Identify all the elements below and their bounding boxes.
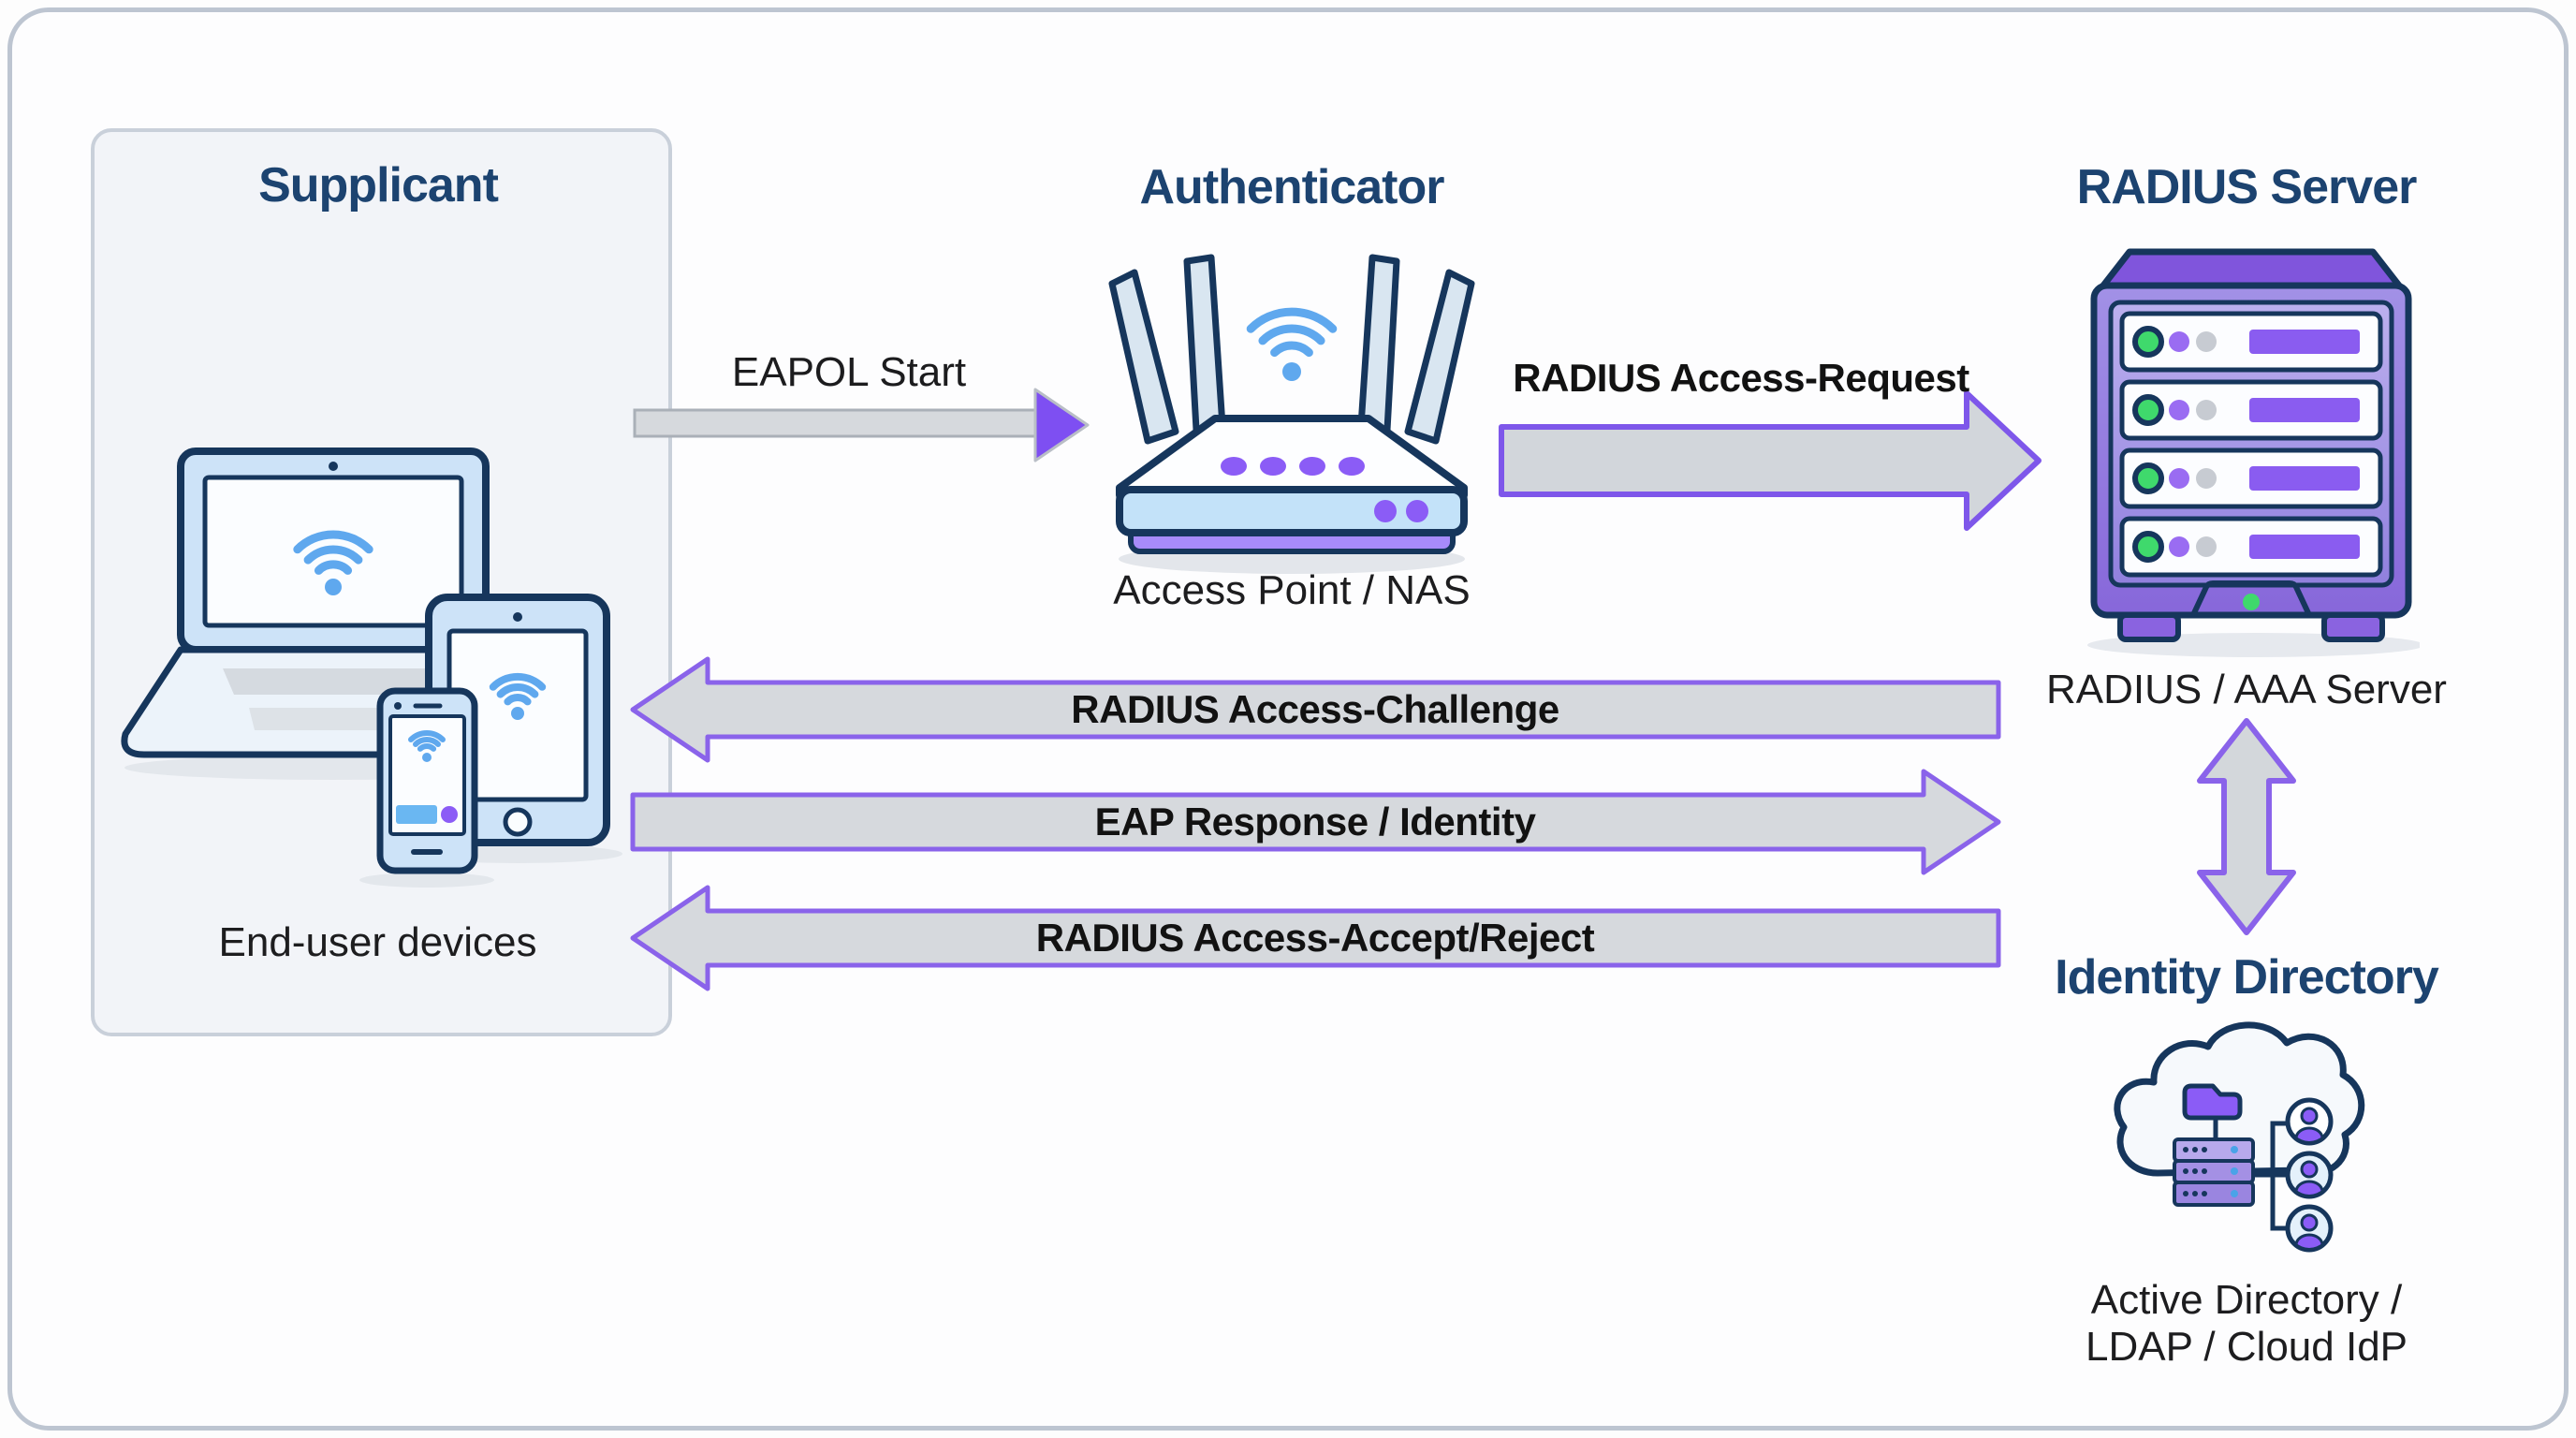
status-led-icon: [2132, 326, 2164, 358]
end-user-devices-icon: [121, 448, 622, 888]
radius-server-title: RADIUS Server: [2076, 160, 2418, 214]
eap-response-arrow: [630, 769, 2001, 875]
antenna-icon: [1108, 254, 1475, 445]
wifi-icon: [489, 672, 547, 706]
identity-directory-title: Identity Directory: [2055, 950, 2439, 1005]
server-blade-row: [2119, 516, 2383, 578]
status-led-icon: [2132, 531, 2164, 563]
access-challenge-arrow: [630, 656, 2001, 763]
wifi-icon: [408, 729, 446, 752]
status-led-icon: [2132, 462, 2164, 494]
status-led-icon: [2243, 594, 2260, 610]
eap-response-label: EAP Response / Identity: [1094, 800, 1536, 844]
identity-directory-caption: Active Directory / LDAP / Cloud IdP: [2012, 1277, 2481, 1371]
authenticator-caption: Access Point / NAS: [1113, 567, 1471, 613]
access-accept-label: RADIUS Access-Accept/Reject: [1035, 916, 1595, 960]
authenticator-title: Authenticator: [1139, 160, 1445, 214]
user-avatar-icon: [2285, 1151, 2334, 1199]
server-blade-row: [2119, 379, 2383, 441]
smartphone-icon: [359, 687, 494, 888]
arrowhead-icon: [1033, 388, 1090, 462]
supplicant-title: Supplicant: [258, 158, 499, 213]
user-avatar-icon: [2285, 1097, 2334, 1146]
identity-caption-line1: Active Directory /: [2090, 1277, 2403, 1323]
wifi-icon: [1246, 307, 1338, 358]
server-icon: [2087, 248, 2420, 657]
radius-server-caption: RADIUS / AAA Server: [2046, 667, 2447, 712]
router-icon: [1108, 254, 1475, 574]
double-arrow-icon: [2197, 718, 2296, 935]
status-led-icon: [1221, 457, 1365, 476]
server-blade-row: [2119, 311, 2383, 373]
folder-icon: [2182, 1083, 2243, 1121]
directory-tree-lines: [2213, 1117, 2288, 1231]
home-button-icon: [503, 807, 533, 837]
access-request-arrow: [1499, 390, 2042, 531]
identity-cloud-icon: [2114, 1021, 2365, 1253]
server-blade-row: [2119, 448, 2383, 509]
wifi-icon: [293, 530, 373, 575]
identity-caption-line2: LDAP / Cloud IdP: [2085, 1324, 2408, 1370]
ldap-server-icon: [2173, 1137, 2255, 1207]
user-avatar-icon: [2285, 1204, 2334, 1253]
eapol-start-arrow: [633, 388, 1090, 462]
access-accept-arrow: [630, 885, 2001, 991]
eapol-start-label: EAPOL Start: [731, 349, 967, 395]
access-request-label: RADIUS Access-Request: [1513, 356, 1969, 400]
access-challenge-label: RADIUS Access-Challenge: [1071, 687, 1559, 731]
supplicant-caption: End-user devices: [218, 919, 537, 965]
status-led-icon: [2132, 394, 2164, 426]
